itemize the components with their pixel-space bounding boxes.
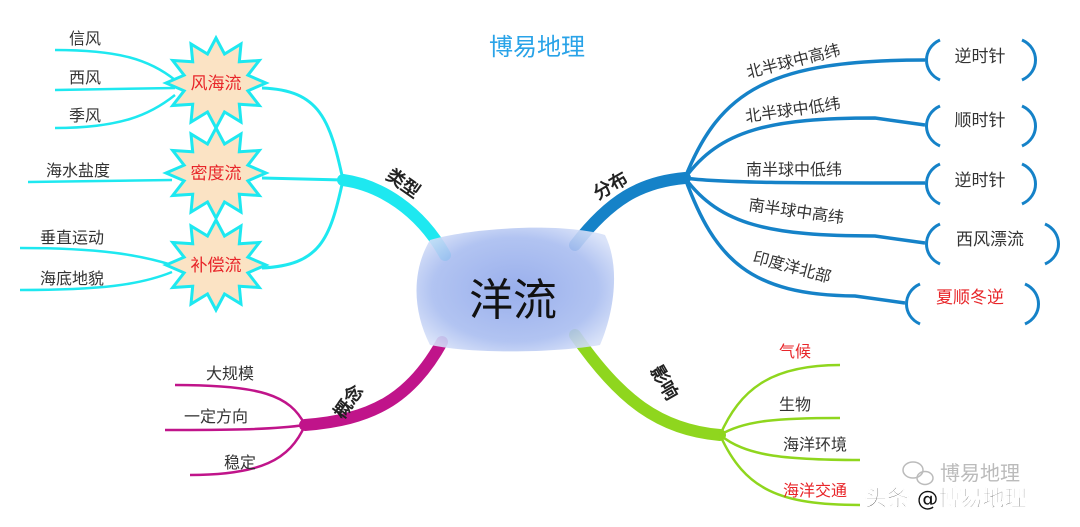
brackets [905, 38, 1060, 326]
branch-distribution [569, 58, 926, 305]
branch-impact [569, 329, 861, 507]
leaf-label: 气候 [779, 342, 811, 361]
leaf-label: 海底地貌 [40, 269, 104, 288]
direction-label: 夏顺冬逆 [936, 288, 1004, 308]
direction-label: 逆时针 [955, 47, 1006, 67]
leaf-label: 信风 [69, 29, 101, 48]
star-label: 补偿流 [191, 256, 242, 276]
leaf-label: 稳定 [224, 453, 256, 472]
region-label: 南半球中低纬 [746, 160, 842, 179]
leaf-label: 海洋环境 [783, 435, 847, 454]
leaf-label: 生物 [779, 395, 811, 414]
branch-label-impact: 影响 [646, 362, 683, 404]
star-nodes [162, 34, 270, 314]
leaf-label: 垂直运动 [40, 228, 104, 247]
direction-label: 顺时针 [955, 111, 1006, 131]
star-node-shape [162, 216, 270, 314]
leaf-label: 一定方向 [184, 407, 248, 426]
star-label: 密度流 [191, 164, 242, 184]
leaf-label: 西风 [69, 68, 101, 87]
star-label: 风海流 [191, 74, 242, 94]
leaf-label: 海水盐度 [46, 161, 110, 180]
direction-label: 西风漂流 [956, 230, 1024, 250]
leaf-label: 海洋交通 [783, 481, 847, 500]
leaf-label: 大规模 [206, 364, 254, 383]
center-node-label: 洋流 [469, 275, 557, 326]
region-label: 北半球中高纬 [744, 40, 842, 82]
region-label: 南半球中高纬 [747, 195, 845, 227]
page-title: 博易地理 [489, 33, 585, 61]
watermark-toutiao: 头条 @博易地理 [865, 486, 1027, 512]
wechat-icon [902, 461, 934, 486]
center-node-blob [416, 227, 615, 352]
leaf-label: 季风 [69, 106, 101, 125]
watermark-wechat: 博易地理 [940, 461, 1020, 485]
direction-label: 逆时针 [955, 171, 1006, 191]
branch-concept [164, 336, 448, 477]
